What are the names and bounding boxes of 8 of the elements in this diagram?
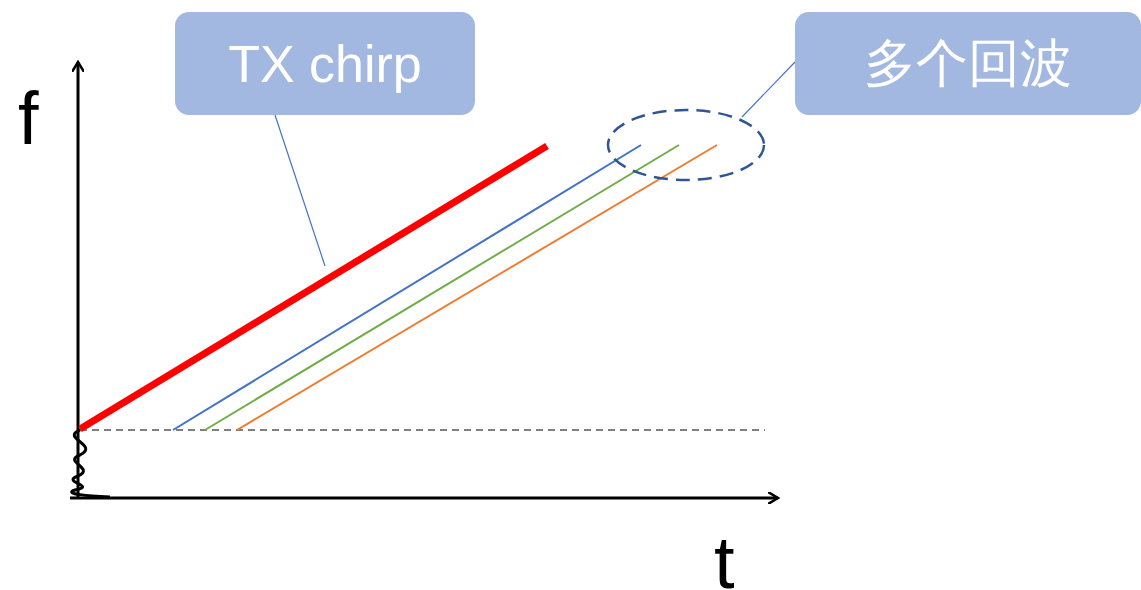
chirp-line [76, 141, 552, 433]
callout-box: 多个回波 [795, 12, 1141, 115]
leader-line [741, 61, 796, 118]
callout-box: TX chirp [175, 12, 475, 115]
axis-label: f [18, 82, 39, 156]
leader-line [274, 114, 326, 267]
dashed-ellipse [606, 108, 766, 182]
axis-label: t [714, 526, 735, 590]
